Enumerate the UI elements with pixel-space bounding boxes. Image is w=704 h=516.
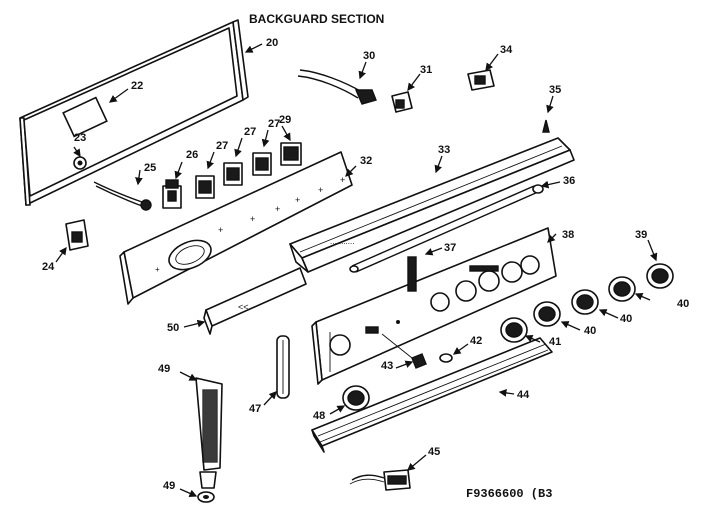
- callout-41: 41: [549, 336, 561, 348]
- grommet: [197, 491, 215, 503]
- knob-39: [646, 263, 674, 289]
- trim-channel: ...........: [289, 137, 575, 273]
- svg-text:+: +: [155, 265, 160, 274]
- screw: [542, 119, 550, 133]
- callout-29: 29: [279, 114, 291, 126]
- knob-40b: [571, 289, 599, 315]
- tube: [276, 335, 290, 399]
- svg-text:+: +: [218, 225, 223, 235]
- knob-48: [342, 385, 370, 411]
- svg-text:<<: <<: [238, 302, 249, 312]
- svg-text:+: +: [318, 185, 323, 195]
- side-bracket: [65, 219, 89, 251]
- callout-45: 45: [428, 446, 440, 458]
- small-fasteners: [381, 333, 453, 369]
- svg-text:+: +: [340, 175, 345, 185]
- callout-20: 20: [266, 37, 278, 49]
- knob-40c: [533, 301, 561, 327]
- knob-41: [500, 317, 528, 343]
- callout-24: 24: [42, 261, 55, 273]
- lower-trim: [311, 337, 553, 453]
- callout-37: 37: [444, 242, 456, 254]
- callout-22: 22: [131, 80, 143, 92]
- callout-40a: 40: [677, 298, 689, 310]
- leader-arrows: [55, 43, 658, 497]
- svg-text:...........: ...........: [330, 237, 354, 246]
- bracket: [391, 91, 413, 113]
- knob-40a: [608, 276, 636, 302]
- callout-48: 48: [313, 410, 325, 422]
- wire-harness: [93, 181, 152, 211]
- callout-26: 26: [186, 149, 198, 161]
- harness-plug: [349, 469, 411, 491]
- callout-25: 25: [144, 162, 156, 174]
- callout-40c: 40: [584, 325, 596, 337]
- callout-30: 30: [363, 50, 375, 62]
- callout-49a: 49: [158, 363, 170, 375]
- callout-43: 43: [381, 360, 393, 372]
- callout-27c: 27: [268, 118, 280, 130]
- callout-31: 31: [420, 64, 432, 76]
- callout-23: 23: [74, 132, 86, 144]
- indicator-plate: <<: [203, 267, 307, 335]
- svg-text:+: +: [250, 214, 255, 224]
- callout-27b: 27: [244, 126, 256, 138]
- svg-text:+: +: [295, 195, 300, 205]
- callout-50: 50: [167, 322, 179, 334]
- switches: [162, 142, 302, 209]
- callout-47: 47: [249, 403, 261, 415]
- callout-44: 44: [517, 389, 530, 401]
- callout-42: 42: [470, 335, 482, 347]
- front-panel: [311, 227, 557, 385]
- control-knobs: [342, 263, 674, 411]
- power-cord: [297, 69, 377, 105]
- callout-39: 39: [635, 229, 647, 241]
- svg-text:+: +: [275, 204, 280, 214]
- diagram-title: BACKGUARD SECTION: [249, 12, 384, 26]
- callout-27a: 27: [216, 140, 228, 152]
- callout-35: 35: [549, 84, 561, 96]
- mounting-bracket: [195, 377, 223, 489]
- callout-labels: 20 22 23 25 26 27 27 27 29 30 31 34 35 3…: [42, 37, 689, 492]
- callout-36: 36: [563, 175, 575, 187]
- drawing-code: F9366600 (B3: [466, 487, 552, 501]
- rod: [407, 256, 417, 292]
- connector: [467, 69, 495, 91]
- control-panel: + + + + + + +: [119, 151, 353, 305]
- callout-38: 38: [562, 229, 574, 241]
- callout-40b: 40: [620, 313, 632, 325]
- callout-49b: 49: [163, 480, 175, 492]
- light-tube: [349, 184, 544, 273]
- callout-32: 32: [360, 155, 372, 167]
- callout-33: 33: [438, 144, 450, 156]
- callout-34: 34: [500, 44, 513, 56]
